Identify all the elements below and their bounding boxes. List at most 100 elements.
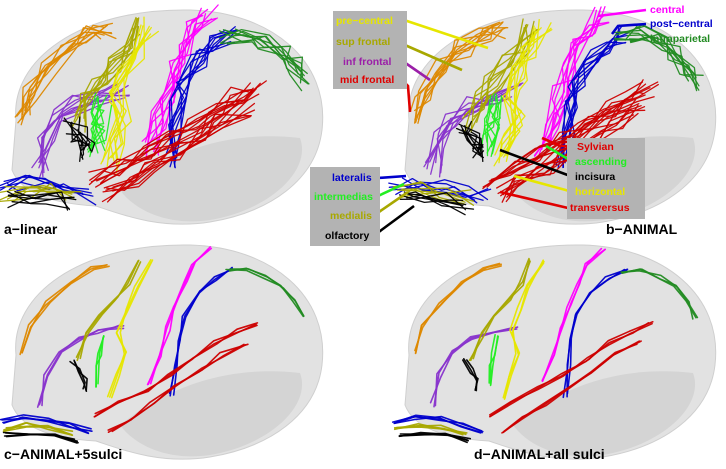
sulcus-trace-red1 [96,89,253,182]
sulcus-trace-ascending [490,97,503,148]
label-box-bottom-left [310,167,380,246]
sulcus-trace-olf1 [0,414,90,435]
sulcus-trace-sup-frontal [472,260,531,360]
sulcus-trace-central [144,14,204,143]
sulcus-trace-olf2 [2,426,74,433]
leader-line-central [597,8,647,18]
sulcus-trace-purple [38,97,126,180]
label-post-central: post−central [650,18,713,30]
sulcus-trace-incisura [69,360,86,390]
sulcus-trace-ascending [95,335,105,388]
sulcus-trace-incisura [463,358,478,391]
label-intraparietal: intraparietal [650,33,711,45]
sulcus-trace-ascending [91,95,106,145]
sulcus-trace-incisura [63,117,83,162]
sulcus-trace-ascending [490,95,503,158]
leader-line-olfactory [375,204,415,236]
leader-line-inf-frontal [403,60,431,82]
sulcus-trace-purple [38,327,125,406]
sulcus-trace-central [541,20,600,150]
sulcus-trace-olf2 [3,422,73,436]
sulcus-trace-purple [438,91,509,178]
sulcus-trace-orange [417,25,494,124]
leader-line-medialis [375,190,409,216]
sulcus-trace-pre-central [108,30,160,162]
sulcus-trace-intraparietal [229,268,305,318]
sulcus-trace-olf1 [3,416,89,434]
leader-line-intermedias [377,182,405,198]
sulcus-trace-pre-central [113,26,152,160]
leader-line-pre-central [403,18,489,50]
sulcus-trace-red1 [489,322,653,418]
sulcus-trace-sup-frontal [468,257,530,361]
leader-line-lateralis [377,174,407,180]
sulcus-trace-ascending [480,103,495,152]
sulcus-trace-ascending [485,96,499,146]
sulcus-trace-purple [38,94,130,164]
sulcus-trace-sup-frontal [76,18,139,119]
sulcus-trace-red2 [508,104,639,200]
sulcus-trace-orange [17,24,106,124]
panel-title-b: b−ANIMAL [606,221,678,237]
sulcus-trace-orange [16,32,102,117]
label-medialis: medialis [330,210,373,222]
panel-title-c: c−ANIMAL+5sulci [4,446,123,462]
leader-line-post-central [610,22,647,35]
sulcus-trace-post-central [557,41,627,169]
sulcus-trace-orange [413,22,504,124]
label-sylvian: Sylvian [577,141,614,153]
sulcus-trace-red1 [90,86,253,183]
sulcus-trace-orange [19,265,110,356]
sulcus-trace-olf2 [401,187,475,206]
sulcus-trace-central [533,21,610,157]
sulcus-trace-sup-frontal [470,27,525,133]
sulcus-trace-orange [414,265,502,352]
leader-line-transversus [499,190,569,210]
label-pre-central: pre−central [336,15,393,27]
sulcus-trace-sup-frontal [476,31,536,123]
brain-panel-d [391,244,717,460]
sulcus-trace-olf3 [7,191,69,211]
sulcus-trace-ascending [489,334,496,387]
sulcus-trace-olf2 [0,182,67,203]
sulcus-trace-olf3 [3,433,79,442]
sulcus-trace-olf1 [8,176,90,191]
sulcus-trace-ascending [90,108,105,154]
sulcus-trace-intraparietal [220,30,304,84]
sulcus-trace-intraparietal [620,270,699,319]
label-horizontal: horizontal [575,186,626,198]
leader-line-intraparietal [629,36,647,44]
sulcus-trace-incisura [65,133,91,152]
sulcus-trace-red2 [101,102,240,203]
label-box-right [567,138,645,219]
sulcus-trace-red1 [490,91,644,181]
sulcus-trace-olf3 [399,192,467,211]
sulcus-trace-olf2 [4,422,74,436]
sulcus-trace-red2 [105,101,240,191]
sulcus-trace-incisura [464,124,485,156]
sulcus-trace-incisura [466,129,484,149]
label-ascending: ascending [575,156,627,168]
sulcus-trace-orange [409,26,507,112]
sulcus-trace-orange [418,30,506,116]
sulcus-trace-intraparietal [225,268,304,316]
sulcus-trace-ascending [485,95,497,154]
sulcus-trace-red1 [94,323,257,415]
sulcus-trace-red1 [93,322,259,418]
sulcus-trace-red1 [95,82,261,188]
sulcus-trace-pre-central [109,259,152,398]
sulcus-trace-sup-frontal [76,260,139,362]
sulcus-trace-central [146,246,211,386]
sulcus-trace-olf3 [406,194,466,216]
sulcus-trace-pre-central [107,24,142,160]
sulcus-trace-orange [22,24,109,116]
brain-panel-c [0,244,324,460]
sulcus-trace-olf2 [393,426,468,434]
sulcus-trace-post-central [168,266,233,395]
sulcus-trace-pre-central [106,33,146,167]
sulcus-trace-pre-central [503,27,536,158]
sulcus-trace-intraparietal [616,31,704,76]
label-inf-frontal: inf frontal [343,56,392,68]
sulcus-trace-ascending [86,94,108,151]
